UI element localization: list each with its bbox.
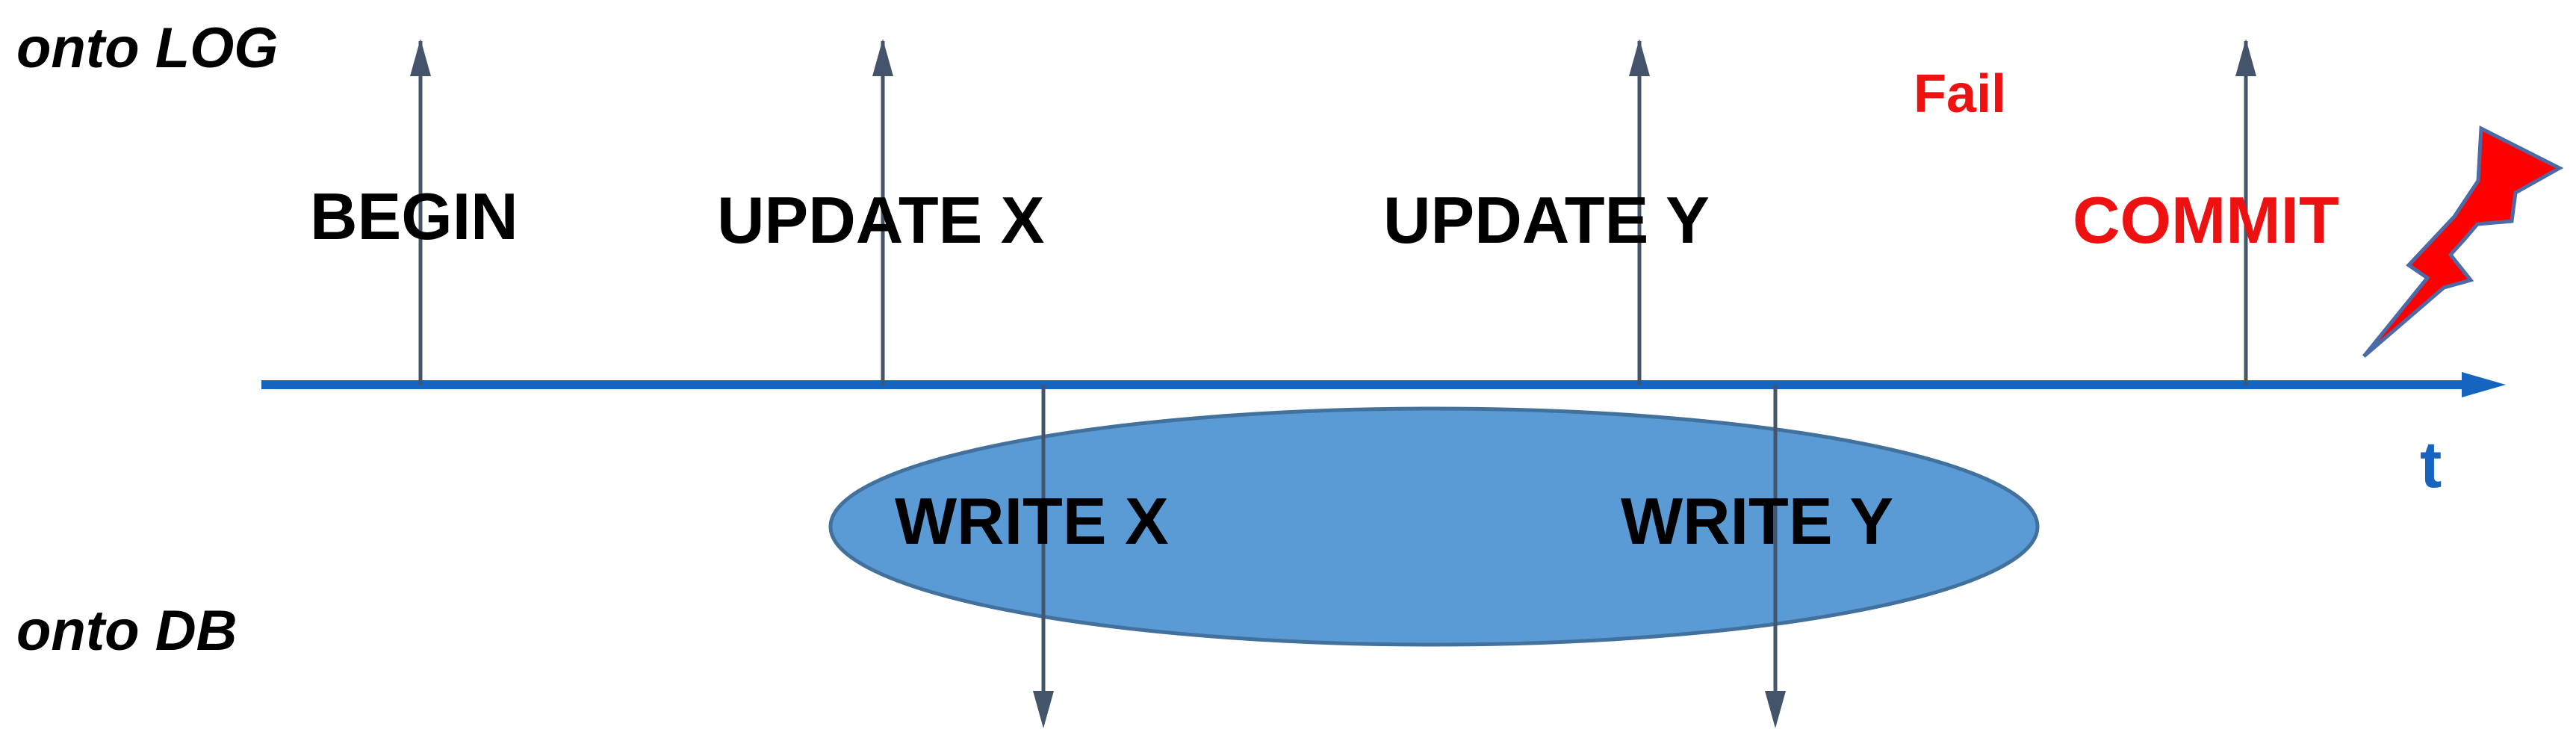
time-axis bbox=[261, 372, 2506, 397]
log-arrowhead-update-x bbox=[872, 39, 893, 76]
db-arrows bbox=[1033, 385, 1786, 728]
log-side-label: onto LOG bbox=[16, 16, 278, 80]
log-arrows bbox=[410, 39, 2256, 385]
log-arrowhead-update-y bbox=[1629, 39, 1650, 76]
db-arrowhead-write-x bbox=[1033, 691, 1054, 728]
time-axis-arrowhead bbox=[2462, 372, 2506, 397]
log-event-update-y-label: UPDATE Y bbox=[1383, 183, 1710, 257]
log-event-commit-label: COMMIT bbox=[2073, 183, 2339, 257]
log-event-begin-label: BEGIN bbox=[310, 179, 518, 253]
log-event-update-x-label: UPDATE X bbox=[717, 183, 1044, 257]
db-side-label: onto DB bbox=[16, 599, 237, 663]
fail-label: Fail bbox=[1914, 64, 2006, 124]
lightning-bolt-icon bbox=[2362, 125, 2564, 358]
log-arrowhead-commit bbox=[2235, 39, 2256, 76]
db-write-ellipse bbox=[828, 406, 2040, 647]
log-arrowhead-begin bbox=[410, 39, 431, 76]
time-axis-label: t bbox=[2420, 427, 2442, 501]
db-arrowhead-write-y bbox=[1765, 691, 1786, 728]
db-event-write-y-label: WRITE Y bbox=[1621, 484, 1893, 558]
db-event-write-x-label: WRITE X bbox=[895, 484, 1169, 558]
